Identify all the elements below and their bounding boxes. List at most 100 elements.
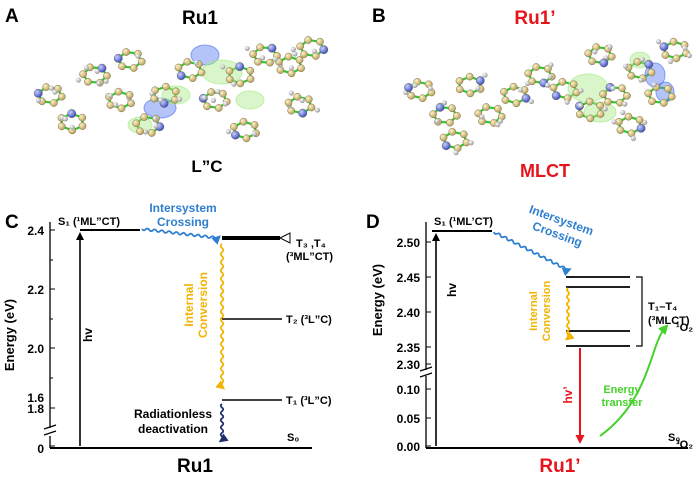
d-ic-label: Internal [528,291,540,331]
atom [150,94,158,103]
atom [407,91,415,100]
hydrogen-atom [107,92,113,99]
atom [482,103,490,111]
atom [418,94,427,102]
panel-d: D 2.50 2.45 2.40 2.35 2.30 0.10 0.05 0.0… [366,202,693,477]
atom [249,50,257,58]
atom [219,89,227,98]
atom [661,51,670,59]
atom [287,106,295,115]
atom [446,118,454,127]
d-tick-label: 2.50 [397,236,421,250]
hydrogen-atom [103,78,109,84]
orbital-lobe [201,59,243,85]
c-tick-label: 1.8 [27,402,44,416]
atom [475,76,485,86]
molecule-ru1-prime-orbital-image [403,37,692,156]
hydrogen-atom [113,102,119,108]
atom [404,83,413,92]
atom [460,130,468,139]
hydrogen-atom [153,123,159,129]
hydrogen-atom [528,98,535,105]
hydrogen-atom [244,45,250,52]
panel-c: C 2.4 2.2 2.0 1.8 1.6 0 1.6 Energy (eV) … [2,201,333,477]
hydrogen-atom [668,58,674,64]
hydrogen-atom [630,135,636,142]
c-tick-label: 2.2 [27,283,44,297]
atom [596,110,605,118]
hydrogen-atom [94,68,100,75]
c-t34-sub: (³ML”CT) [286,251,333,263]
d-s0-label: S₀ [668,432,680,444]
atom [616,126,625,134]
hydrogen-atom [639,56,645,63]
atom [588,57,596,66]
atom [604,98,612,106]
hydrogen-atom [427,85,434,92]
d-isc-arrow [493,231,572,277]
atom [103,72,111,80]
d-molecule-label: Ru1’ [539,456,580,477]
c-isc-label: Intersystem [149,201,216,215]
atom [319,45,329,55]
hydrogen-atom [524,80,531,87]
atom [636,123,646,133]
atom [439,133,448,142]
d-y-ticks [426,241,431,447]
d-tick-label: 0.10 [397,383,421,397]
atom [298,108,308,118]
d-tick-label: 2.45 [397,271,421,285]
atom [465,72,474,81]
hydrogen-atom [475,85,481,91]
panel-b-title: Ru1’ [514,8,555,29]
atom [524,69,533,78]
atom [256,43,264,52]
orbital-lobe [235,90,265,110]
hydrogen-atom [548,62,554,68]
hydrogen-atom [311,48,318,54]
panel-letter-b: B [372,6,386,27]
hydrogen-atom [655,39,662,45]
atom [130,64,138,72]
atom [624,112,633,121]
d-tick-label: 2.40 [397,306,421,320]
atom [441,141,451,151]
atom [122,48,130,56]
hydrogen-atom [299,97,305,104]
hydrogen-atom [135,53,141,59]
atom [287,69,296,78]
d-triplet-oxygen: ³O₂ [676,439,693,451]
atom [316,37,324,46]
atom [79,70,87,78]
hydrogen-atom [48,85,55,91]
panel-a-orbital-label: L”C [191,157,222,176]
c-s1-label: S₁ (¹ML”CT) [58,216,120,228]
atom [246,66,255,75]
hydrogen-atom [210,97,217,103]
panel-a: A Ru1 L”C [5,6,329,176]
atom [509,82,518,91]
atom [466,89,475,98]
atom [494,104,502,113]
hydrogen-atom [479,114,485,120]
atom [618,84,626,92]
atom [429,110,437,118]
c-isc-arrow [141,227,221,245]
panel-letter-d: D [366,212,380,233]
atom [448,104,456,112]
atom [644,59,654,69]
atom [136,127,144,136]
hydrogen-atom [35,98,42,104]
atom [172,87,180,96]
atom [455,77,464,85]
panel-a-title: Ru1 [182,8,218,29]
d-y-label: Energy (eV) [370,264,385,336]
c-tick-label: 0 [37,442,44,456]
hydrogen-atom [222,101,228,107]
atom [42,83,50,91]
hydrogen-atom [260,55,266,61]
atom [549,83,558,92]
atom [118,62,126,71]
hydrogen-atom [69,124,75,130]
atom [250,121,259,129]
